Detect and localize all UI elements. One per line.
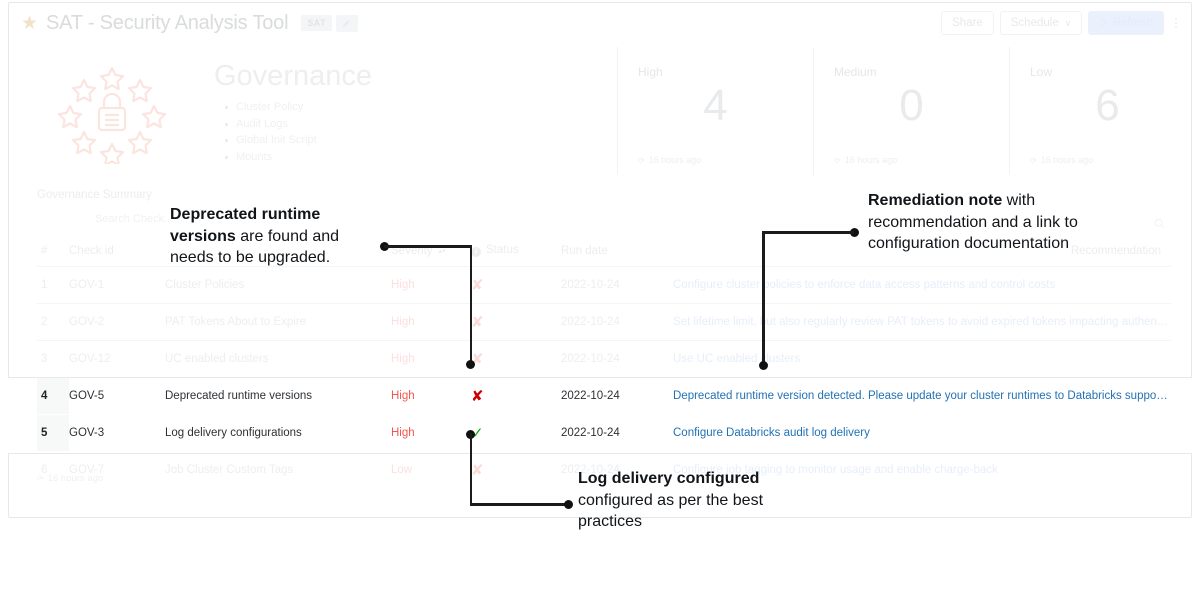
banner-bullet: Mounts — [225, 149, 604, 166]
refresh-button[interactable]: ⟳ Refresh — [1088, 11, 1164, 35]
row-check-name: PAT Tokens About to Expire — [165, 303, 391, 341]
row-recommendation: Set lifetime limit, but also regularly r… — [673, 303, 1171, 341]
row-severity: High — [391, 340, 471, 378]
col-header-check-id[interactable]: Check id — [69, 245, 114, 257]
metric-timestamp: ⟳ 16 hours ago — [834, 155, 897, 165]
row-severity: High — [391, 303, 471, 341]
annotation-remediation-note: Remediation note with recommendation and… — [868, 190, 1078, 255]
star-icon[interactable]: ★ — [21, 12, 39, 34]
metric-card-high[interactable]: High 4 ⟳ 16 hours ago — [617, 47, 813, 175]
app-badge: SAT — [301, 15, 332, 31]
metric-label: Medium — [834, 65, 877, 79]
row-check-name: Cluster Policies — [165, 266, 391, 304]
schedule-label: Schedule — [1010, 17, 1059, 29]
banner-bullet: Cluster Policy — [225, 99, 604, 116]
status-fail-icon: ✘ — [471, 266, 561, 304]
severity-metric-cards: High 4 ⟳ 16 hours ago Medium 0 ⟳ 16 hour… — [617, 47, 1191, 175]
kebab-icon[interactable] — [1171, 12, 1181, 34]
clock-icon: ⟳ — [834, 155, 841, 165]
metric-value: 4 — [703, 81, 728, 130]
metric-value: 0 — [899, 81, 924, 130]
col-header-severity[interactable]: Severity ▴▾ — [391, 238, 471, 267]
status-fail-icon: ✘ — [471, 303, 561, 341]
table-footer-timestamp: ⟳ 16 hours ago — [37, 473, 103, 484]
clock-icon: ⟳ — [638, 155, 645, 165]
status-fail-icon: ✘ — [471, 340, 561, 378]
metric-value: 6 — [1095, 81, 1120, 130]
clock-icon: ⟳ — [37, 474, 44, 483]
annotation-rest-text: configured as per the best practices — [578, 491, 764, 531]
col-header-recommendation[interactable]: Recommendation — [1070, 245, 1161, 257]
metric-label: Low — [1030, 65, 1053, 79]
governance-banner: Governance Cluster Policy Audit Logs Glo… — [9, 43, 1191, 181]
row-severity: High — [391, 266, 471, 304]
row-recommendation: Use UC enabled clusters — [673, 340, 1171, 378]
clock-icon: ⟳ — [1030, 155, 1037, 165]
refresh-icon: ⟳ — [1099, 17, 1108, 29]
page-title: SAT - Security Analysis Tool — [46, 11, 289, 34]
row-number: 3 — [37, 340, 69, 378]
annotation-bold-text: Remediation note — [868, 192, 1003, 209]
banner-bullet: Audit Logs — [225, 116, 604, 133]
table-search-row: Search Check... — [37, 208, 1171, 238]
app-header: ★ SAT - Security Analysis Tool SAT Share… — [9, 3, 1191, 43]
banner-heading: Governance — [214, 60, 372, 92]
schedule-button[interactable]: Schedule ∨ — [999, 11, 1083, 35]
metric-card-medium[interactable]: Medium 0 ⟳ 16 hours ago — [813, 47, 1009, 175]
row-check-id: GOV-2 — [69, 303, 165, 341]
row-check-id: GOV-12 — [69, 340, 165, 378]
refresh-label: Refresh — [1112, 17, 1153, 29]
annotation-rest-text: are found and needs to be upgraded. — [170, 227, 340, 267]
banner-bullet-list: Cluster Policy Audit Logs Global Init Sc… — [214, 99, 604, 165]
metric-timestamp-text: 16 hours ago — [844, 155, 898, 165]
chevron-down-icon: ∨ — [1064, 17, 1072, 28]
banner-text: Governance Cluster Policy Audit Logs Glo… — [214, 43, 604, 181]
annotation-rest-text: with recommendation and a link to config… — [868, 192, 1078, 252]
annotation-deprecated-runtime: Deprecated runtime versions are found an… — [170, 204, 375, 269]
row-number: 2 — [37, 303, 69, 341]
row-recommendation: Configure job tagging to monitor usage a… — [673, 451, 1171, 488]
metric-timestamp-text: 16 hours ago — [648, 155, 702, 165]
search-input[interactable]: Search Check... — [95, 213, 174, 225]
col-header-severity-label: Severity — [391, 245, 433, 257]
table-header-row: # Check id Severity ▴▾ i Status Run date R… — [37, 238, 1171, 267]
metric-timestamp: ⟳ 16 hours ago — [638, 155, 701, 165]
col-header-status[interactable]: i Status — [471, 238, 561, 267]
row-number: 1 — [37, 266, 69, 304]
col-header-num: # — [41, 245, 48, 257]
metric-timestamp: ⟳ 16 hours ago — [1030, 155, 1093, 165]
row-run-date: 2022-10-24 — [561, 266, 673, 304]
metric-timestamp-text: 16 hours ago — [1040, 155, 1094, 165]
banner-bullet: Global Init Script — [225, 132, 604, 149]
row-run-date: 2022-10-24 — [561, 303, 673, 341]
col-header-run-date[interactable]: Run date — [561, 245, 608, 257]
share-button[interactable]: Share — [941, 11, 994, 35]
row-run-date: 2022-10-24 — [561, 451, 673, 488]
search-icon[interactable] — [1154, 216, 1165, 234]
row-number: 6 — [37, 451, 69, 488]
pencil-icon[interactable] — [335, 14, 358, 32]
metric-label: High — [638, 65, 663, 79]
governance-summary-title: Governance Summary — [37, 189, 153, 201]
col-header-status-label: Status — [486, 244, 519, 256]
row-recommendation: Configure cluster policies to enforce da… — [673, 266, 1171, 304]
row-check-id: GOV-1 — [69, 266, 165, 304]
row-check-name: UC enabled clusters — [165, 340, 391, 378]
annotation-log-delivery: Log delivery configured configured as pe… — [578, 468, 783, 533]
lock-with-stars-icon — [9, 43, 214, 181]
info-icon[interactable]: i — [471, 247, 481, 257]
annotation-bold-text: Deprecated runtime versions — [170, 206, 321, 245]
annotation-bold-text: Log delivery configured — [578, 470, 760, 487]
row-run-date: 2022-10-24 — [561, 340, 673, 378]
metric-card-low[interactable]: Low 6 ⟳ 16 hours ago — [1009, 47, 1191, 175]
sort-icon[interactable]: ▴▾ — [438, 248, 446, 255]
table-footer-timestamp-text: 16 hours ago — [47, 473, 104, 484]
